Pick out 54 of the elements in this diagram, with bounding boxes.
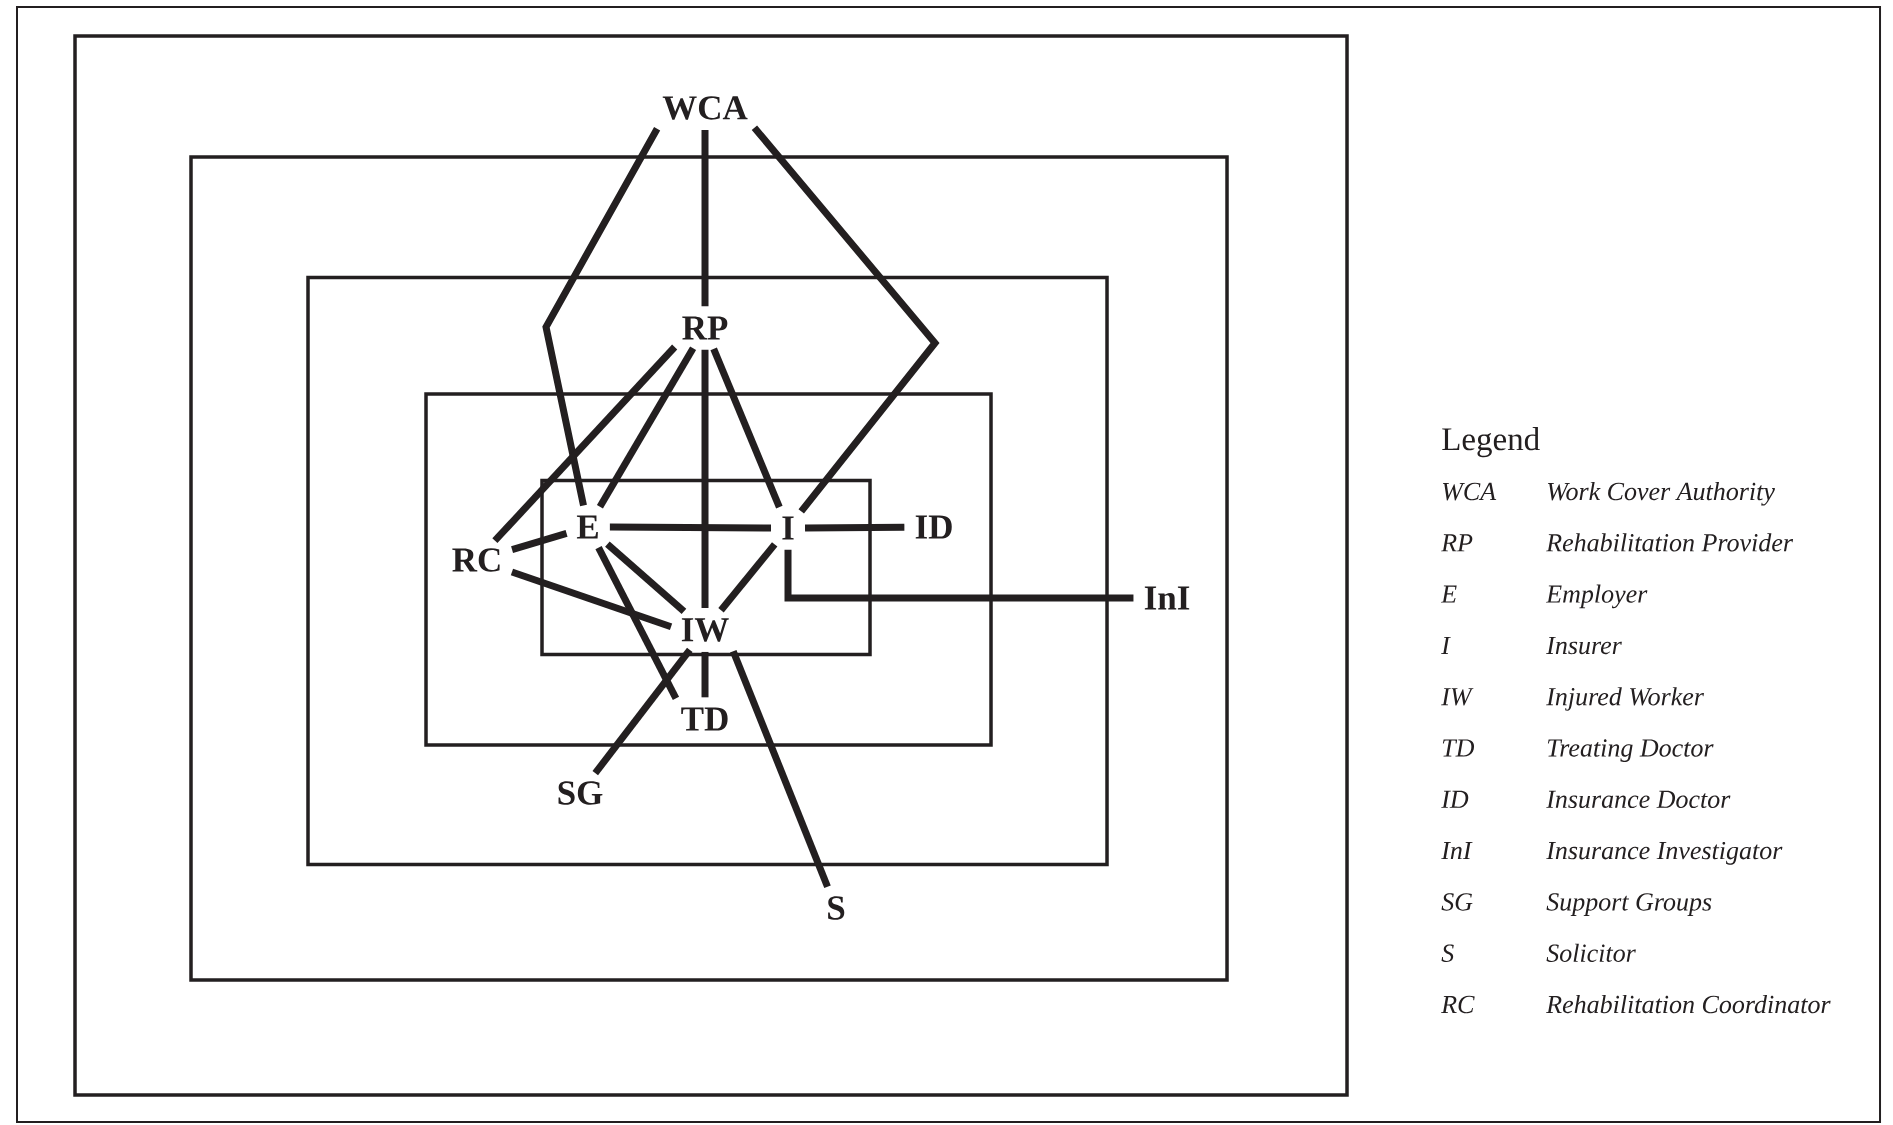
legend-abbreviation: TD	[1442, 739, 1475, 757]
nested-rectangle	[189, 155, 1229, 982]
legend-description: Work Cover Authority	[1547, 481, 1775, 506]
abbreviation-label: RC	[452, 548, 500, 572]
abbreviation-label: WCA	[662, 96, 748, 120]
legend-abbreviation: RP	[1441, 534, 1473, 552]
connector-line	[701, 349, 709, 609]
abbreviation-label: SG	[558, 781, 603, 805]
connector-line	[511, 530, 568, 553]
connector-line	[596, 346, 697, 509]
legend-description: Rehabilitation Coordinator	[1546, 995, 1831, 1014]
connector-line	[730, 649, 831, 889]
abbreviation-label: E	[576, 515, 598, 539]
connector-line	[718, 542, 778, 613]
legend-abbreviation: S	[1441, 944, 1454, 962]
abbreviation-label: InI	[1144, 586, 1190, 610]
connector-line	[605, 541, 687, 615]
connector-line	[751, 125, 940, 514]
legend-abbreviation: IW	[1441, 688, 1474, 706]
legend-description: Insurance Doctor	[1546, 790, 1731, 809]
nested-rectangle	[73, 34, 1349, 1097]
abbreviation-label: S	[828, 896, 845, 920]
legend-description: Rehabilitation Provider	[1546, 533, 1794, 552]
connector-line	[510, 568, 673, 631]
connector-line	[542, 127, 661, 507]
legend-description: Treating Doctor	[1547, 739, 1714, 763]
legend-abbreviation: WCA	[1442, 482, 1497, 501]
legend-abbreviation: ID	[1441, 790, 1469, 808]
connector-line	[492, 344, 678, 544]
legend-description: Insurer	[1546, 636, 1622, 655]
legend-description: Employer	[1545, 584, 1648, 609]
legend-abbreviation: SG	[1441, 893, 1473, 911]
abbreviation-label: I	[782, 516, 794, 540]
abbreviation-label: TD	[681, 707, 728, 731]
legend-abbreviation: E	[1440, 585, 1457, 603]
connector-line	[592, 647, 693, 776]
legend-description: Solicitor	[1546, 943, 1636, 962]
legend-description: Insurance Investigator	[1546, 841, 1783, 865]
abbreviation-label: RP	[682, 316, 728, 340]
connector-line	[710, 347, 783, 509]
legend-abbreviation: I	[1441, 636, 1451, 654]
nested-rectangle	[424, 392, 993, 747]
connector-line	[701, 651, 709, 698]
abbreviation-label: ID	[915, 515, 952, 539]
legend-abbreviation: InI	[1441, 842, 1473, 860]
legend-title: Legend	[1442, 427, 1540, 458]
legend-description: Support Groups	[1546, 893, 1712, 916]
nested-rectangle	[540, 478, 872, 657]
connector-line	[595, 545, 680, 700]
connector-line	[784, 549, 1134, 602]
abbreviation-label: IW	[681, 618, 729, 642]
legend-abbreviation: RC	[1441, 995, 1475, 1014]
legend-description: Injured Worker	[1546, 687, 1704, 711]
nested-rectangle	[306, 275, 1109, 867]
